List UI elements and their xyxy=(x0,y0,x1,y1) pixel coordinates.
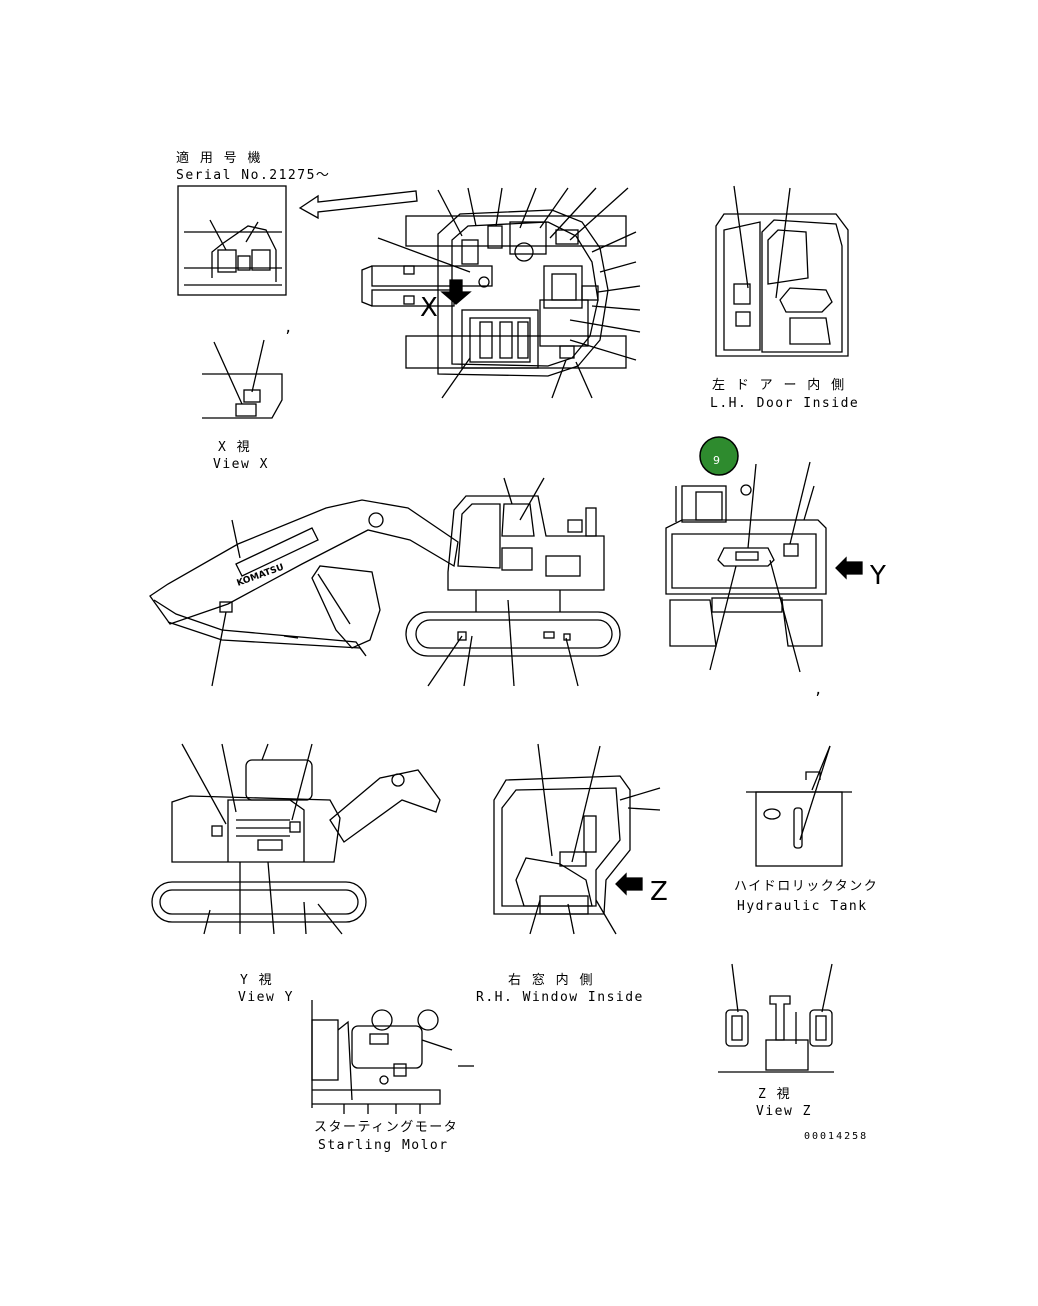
lh-door-view xyxy=(715,185,849,357)
view-x-detail xyxy=(202,339,283,419)
drawing-number: 00014258 xyxy=(804,1131,868,1142)
rh-window-view xyxy=(493,743,661,935)
hydraulic-tank-view xyxy=(746,745,852,867)
rh-window-title-en: R.H. Window Inside xyxy=(476,990,644,1005)
view-z-arrow-icon xyxy=(615,872,643,896)
marker-z: Z xyxy=(650,877,668,907)
view-x-title-jp: X 視 xyxy=(218,440,251,455)
view-z-detail xyxy=(718,963,834,1073)
lh-door-title-jp: 左 ド ア ー 内 側 xyxy=(712,377,846,393)
starting-motor-view xyxy=(311,1000,474,1114)
view-y-detail xyxy=(151,743,441,935)
starting-motor-title-en: Starling Molor xyxy=(318,1138,449,1153)
view-z-title-jp: Z 視 xyxy=(758,1087,791,1102)
view-x-title-en: View X xyxy=(213,457,269,472)
detail-arrow-icon xyxy=(298,190,418,220)
callout-9-badge xyxy=(699,436,739,476)
excavator-side-view: KOMATSU xyxy=(149,477,621,687)
applicable-serial-jp: 適 用 号 機 xyxy=(176,150,262,166)
view-y-title-jp: Y 視 xyxy=(240,973,273,988)
svg-text:,: , xyxy=(284,320,292,336)
view-z-title-en: View Z xyxy=(756,1104,812,1119)
marker-x: X xyxy=(420,293,438,323)
svg-text:,: , xyxy=(814,682,822,698)
serial-number-label: Serial No.21275〜 xyxy=(176,168,330,183)
inset-detail xyxy=(177,185,287,296)
top-view-plan: X xyxy=(361,187,641,399)
hydraulic-tank-title-jp: ハイドロリックタンク xyxy=(734,879,878,894)
marker-y: Y xyxy=(869,561,886,591)
view-x-arrow-icon xyxy=(440,279,472,305)
boom-brand-logo: KOMATSU xyxy=(236,563,286,589)
callout-9-number: 9 xyxy=(713,454,720,467)
rh-window-title-jp: 右 窓 内 側 xyxy=(508,972,594,988)
view-y-arrow-icon xyxy=(835,556,863,580)
view-y-title-en: View Y xyxy=(238,990,294,1005)
excavator-rear-view xyxy=(665,461,863,673)
lh-door-title-en: L.H. Door Inside xyxy=(710,396,859,411)
starting-motor-title-jp: スターティングモータ xyxy=(314,1120,458,1135)
hydraulic-tank-title-en: Hydraulic Tank xyxy=(737,899,868,914)
